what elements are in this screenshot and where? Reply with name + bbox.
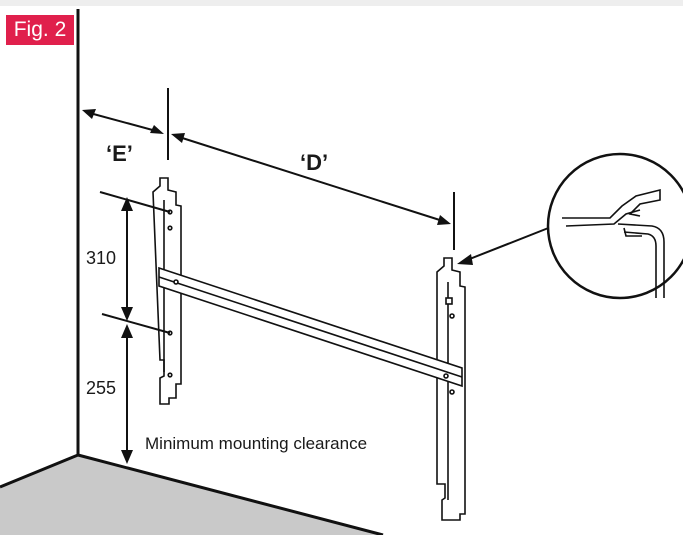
clearance-caption: Minimum mounting clearance: [145, 434, 368, 453]
dimension-310-label: 310: [86, 248, 117, 268]
wall-floor-edge: [77, 453, 384, 535]
dimension-d-label: ‘D’: [300, 150, 329, 175]
right-bracket: [436, 257, 466, 521]
hook-detail-callout: [457, 152, 683, 300]
left-bracket: [152, 177, 182, 405]
figure-label: Fig. 2: [6, 15, 74, 45]
dimension-255-label: 255: [86, 378, 117, 398]
dimension-e: [82, 88, 169, 160]
cross-bar: [158, 266, 463, 388]
dimension-310: [99, 191, 171, 334]
wall-floor-left-edge: [0, 453, 79, 489]
dimension-e-label: ‘E’: [106, 141, 133, 166]
dimension-255: [121, 324, 133, 464]
dimension-d: [171, 133, 455, 250]
floor: [0, 455, 383, 535]
top-strip: [0, 0, 683, 6]
